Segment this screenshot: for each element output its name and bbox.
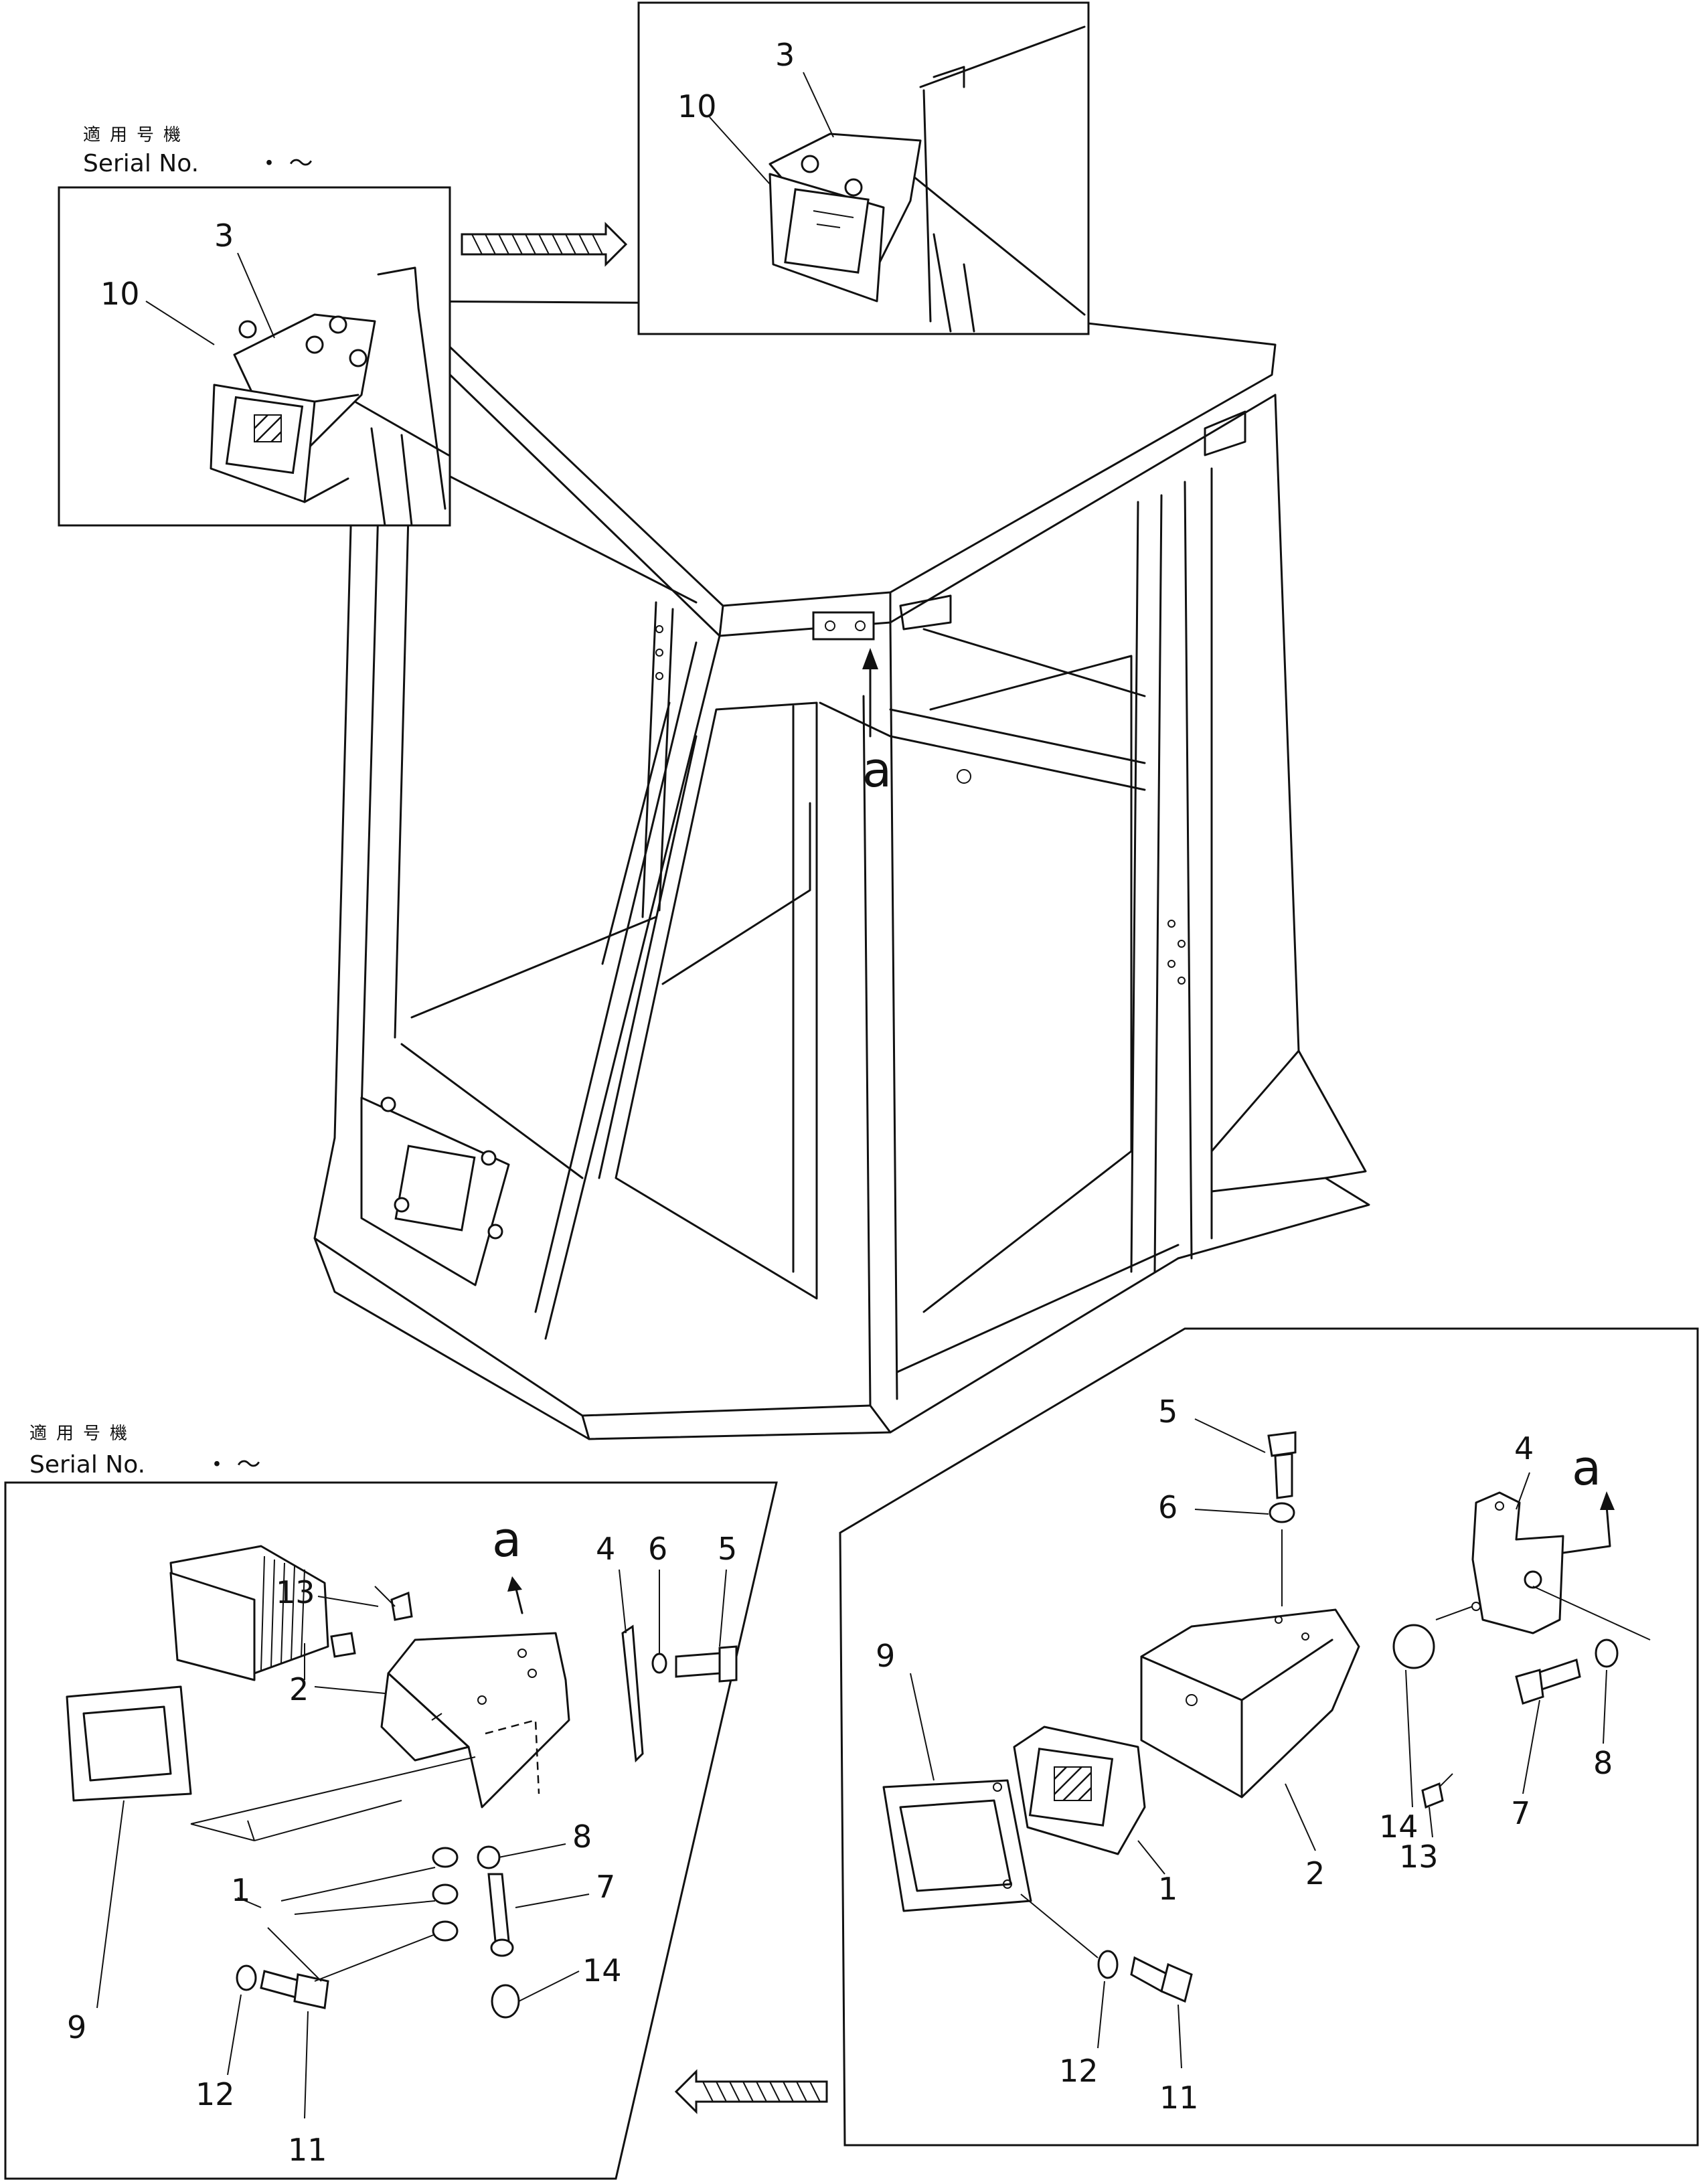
serial-range: ・ ～ xyxy=(257,150,313,177)
callout-1: 1 xyxy=(231,1872,250,1908)
callout-2: 2 xyxy=(1305,1855,1325,1892)
twist-arrow-bottom-icon xyxy=(674,2069,828,2114)
exploded-view-left: a 13 2 4 6 5 8 7 1 14 9 12 11 xyxy=(4,1481,778,2180)
view-marker-a: a xyxy=(492,1511,521,1568)
serial-number-label: Serial No. xyxy=(83,150,199,177)
callout-13: 13 xyxy=(276,1574,315,1610)
serial-note-top: 適用号機 Serial No. ・ ～ xyxy=(83,125,313,177)
cab-frame: a xyxy=(313,300,1370,1440)
callout-7: 7 xyxy=(1511,1795,1530,1831)
callout-9: 9 xyxy=(876,1638,895,1674)
inset-top-left: 3 10 xyxy=(58,186,451,527)
serial-number-label: Serial No. xyxy=(29,1451,145,1479)
callout-5: 5 xyxy=(1158,1394,1178,1430)
callout-12: 12 xyxy=(1059,2053,1099,2089)
callout-9: 9 xyxy=(67,2009,86,2045)
applicable-unit-label: 適用号機 xyxy=(83,125,190,145)
callout-13: 13 xyxy=(1399,1839,1439,1875)
callout-14: 14 xyxy=(582,1952,622,1989)
callout-3: 3 xyxy=(775,37,795,73)
callout-1: 1 xyxy=(1158,1871,1178,1907)
callout-11: 11 xyxy=(1159,2080,1199,2116)
callout-4: 4 xyxy=(1514,1430,1534,1466)
callout-7: 7 xyxy=(596,1869,615,1905)
callout-14: 14 xyxy=(1379,1809,1418,1845)
callout-3: 3 xyxy=(214,218,234,254)
callout-8: 8 xyxy=(572,1819,592,1855)
callout-10: 10 xyxy=(100,276,140,312)
callout-12: 12 xyxy=(195,2076,235,2112)
callout-2: 2 xyxy=(289,1671,309,1707)
view-marker-a: a xyxy=(1572,1440,1601,1496)
inset-top-right: 3 10 xyxy=(637,1,1090,335)
callout-6: 6 xyxy=(1158,1489,1178,1525)
callout-10: 10 xyxy=(677,88,717,124)
exploded-view-right: 5 6 4 a 9 1 2 14 7 8 13 12 11 xyxy=(839,1327,1699,2147)
callout-8: 8 xyxy=(1593,1745,1613,1781)
callout-11: 11 xyxy=(288,2132,327,2168)
callout-4: 4 xyxy=(596,1531,615,1567)
twist-arrow-top-icon xyxy=(461,222,628,267)
serial-note-bottom: 適用号機 Serial No. ・ ～ xyxy=(29,1424,260,1479)
callout-6: 6 xyxy=(648,1531,667,1567)
applicable-unit-label: 適用号機 xyxy=(29,1424,137,1444)
serial-range: ・ ～ xyxy=(205,1451,260,1479)
view-marker-a: a xyxy=(862,742,892,798)
callout-5: 5 xyxy=(718,1531,737,1567)
